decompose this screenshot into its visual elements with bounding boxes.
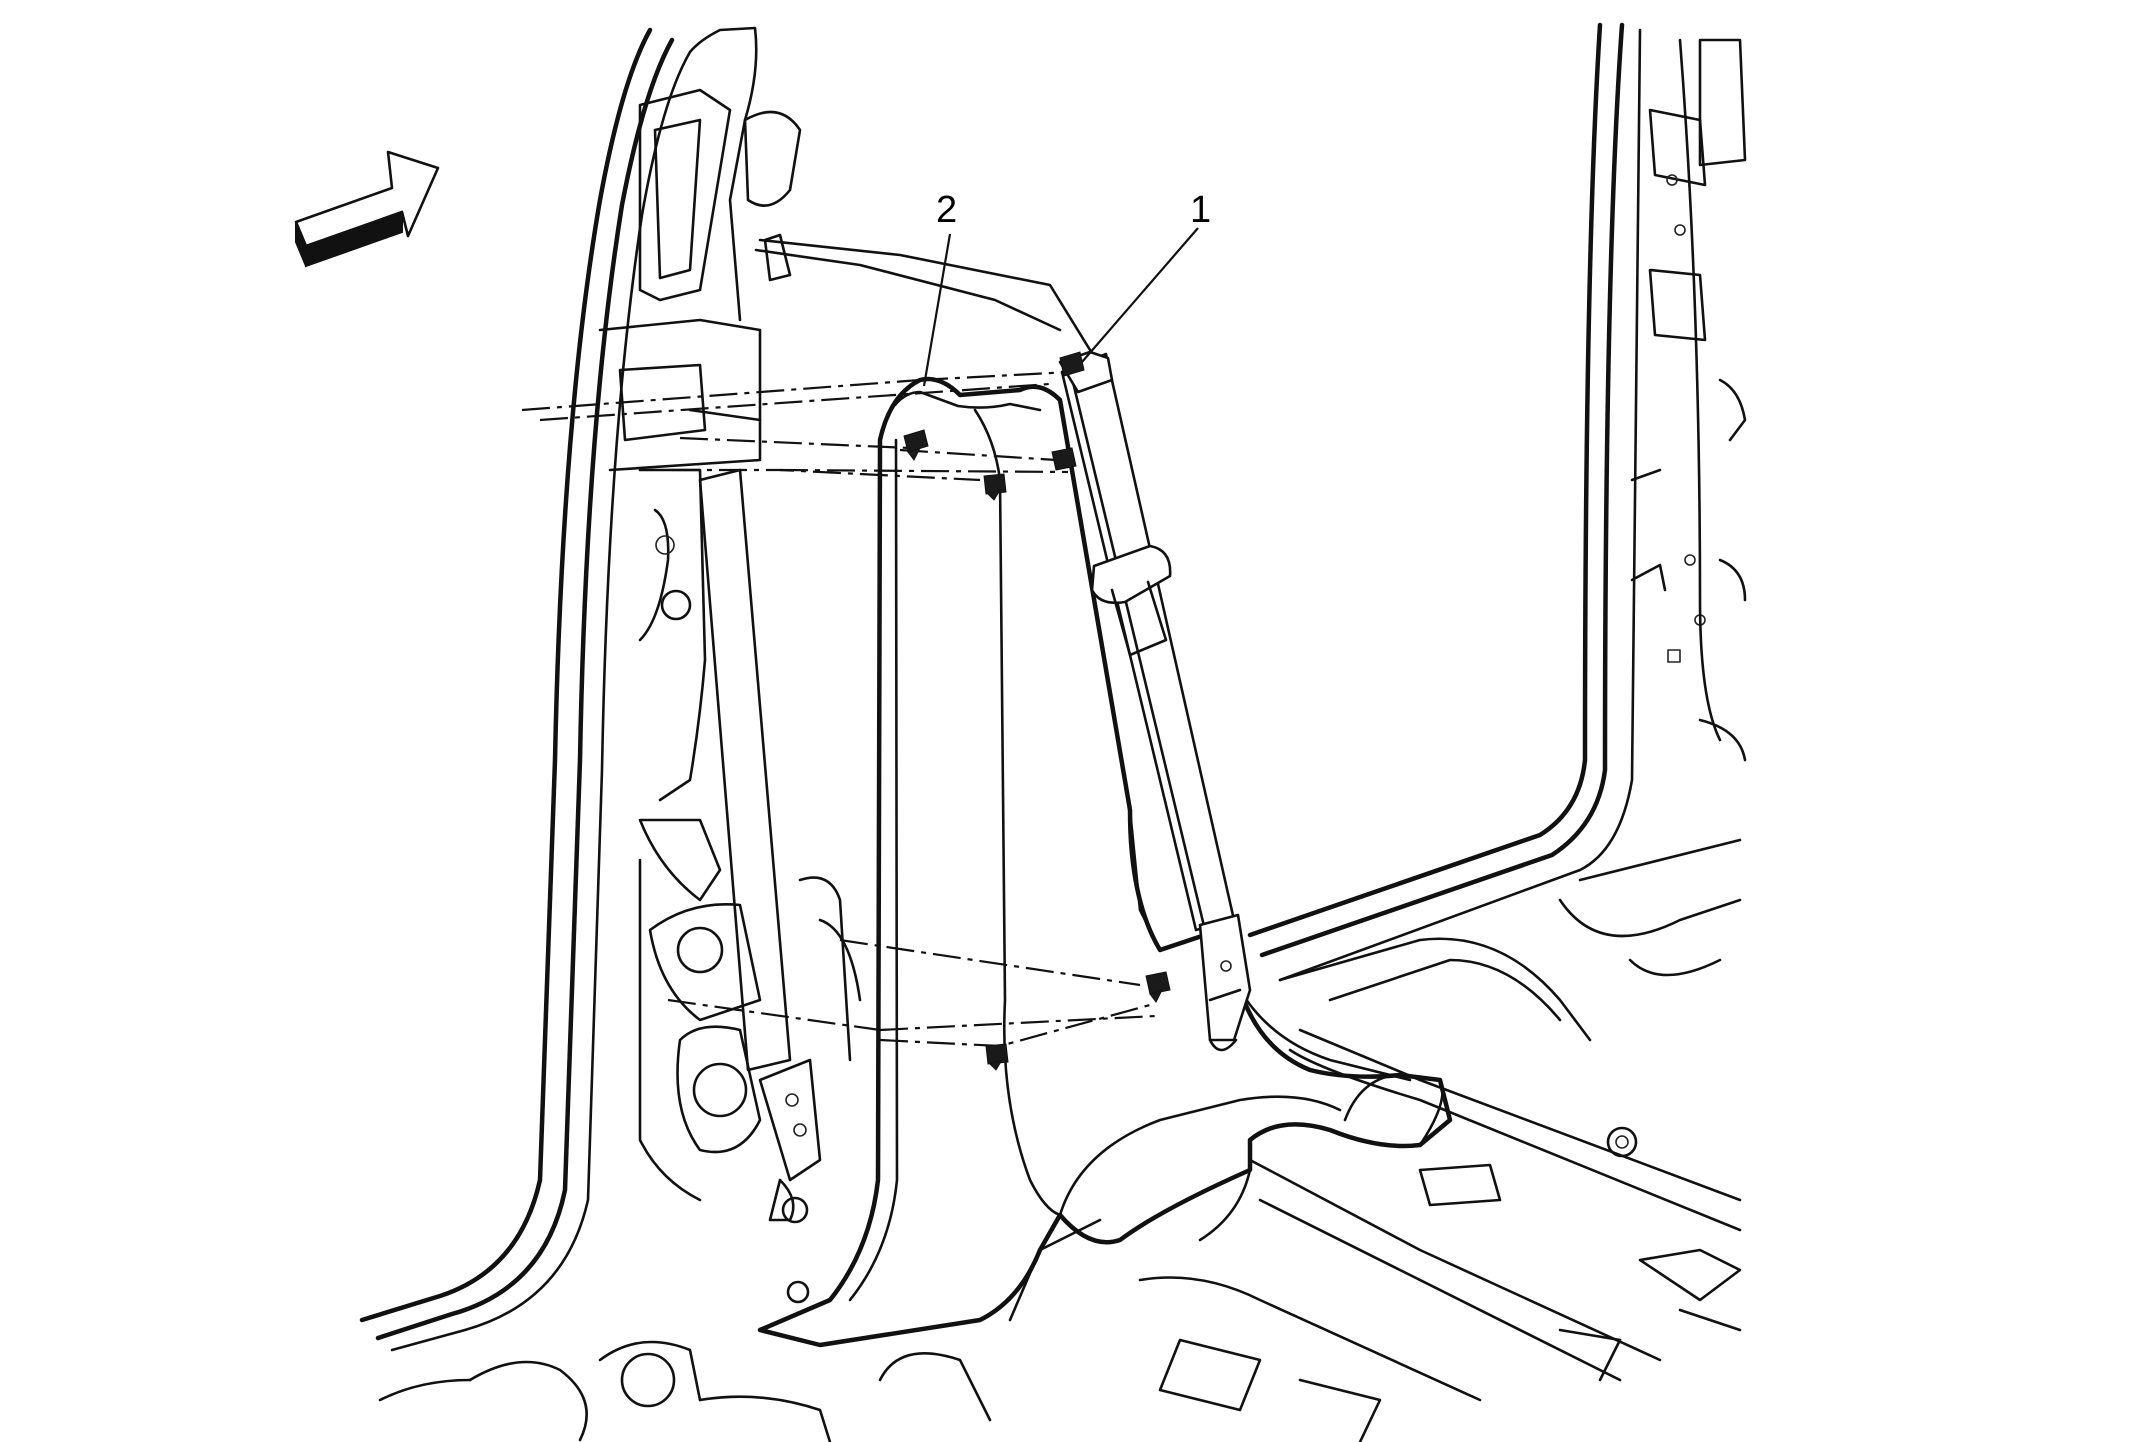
- b-pillar-lower-trim-panel: [757, 376, 1453, 1348]
- front-direction-arrow-icon: [294, 150, 440, 268]
- left-door-opening: [359, 27, 692, 1352]
- retainer-clip-icon: [983, 473, 1007, 501]
- alignment-lines: [521, 370, 1157, 1048]
- retainer-clip-icon: [903, 429, 929, 461]
- retainer-clip-icon: [1145, 971, 1171, 1003]
- right-door-opening: [1247, 22, 1747, 1042]
- retainer-clip-icon: [1051, 447, 1077, 471]
- callout-2-label: 2: [936, 189, 957, 231]
- upper-trim-bracket: [688, 233, 1062, 422]
- floor-panel: [378, 1028, 1742, 1442]
- callout-1-leader: [1081, 227, 1199, 363]
- callout-2-leader: [922, 233, 952, 387]
- callout-labels: 1 2: [936, 189, 1211, 231]
- retainer-clips: [786, 351, 1171, 1304]
- callout-1-label: 1: [1190, 189, 1211, 231]
- b-pillar-structure: [598, 26, 1092, 1202]
- trim-fastener-icon: [786, 1280, 810, 1304]
- retainer-clip-icon: [1059, 351, 1085, 377]
- callout-leaders: [922, 227, 1199, 387]
- seat-belt-retractor: [648, 468, 862, 1224]
- shoulder-belt: [1058, 350, 1252, 1052]
- retainer-clip-icon: [985, 1043, 1009, 1071]
